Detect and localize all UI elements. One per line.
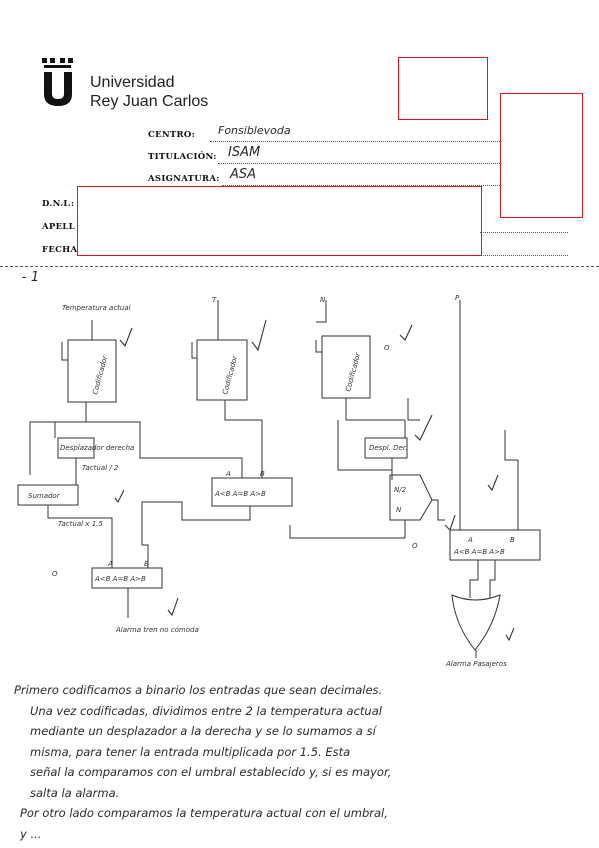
input-temperature-label: Temperatura actual (62, 304, 131, 312)
comp-1-b-label: B (260, 470, 265, 478)
summer-label: Sumador (28, 492, 61, 500)
essay-line: y ... (20, 826, 42, 841)
coder-2-label: Codificador (221, 354, 239, 396)
tactual-half-label: Tactual / 2 (82, 464, 119, 472)
fecha-line (480, 255, 568, 256)
redaction-box-right (500, 93, 583, 218)
essay-line: Por otro lado comparamos la temperatura … (20, 806, 388, 820)
dni-label: D.N.I.: (42, 199, 75, 209)
comp-train-label: A<B A=B A>B (94, 575, 146, 583)
asignatura-label: ASIGNATURA: (148, 174, 220, 184)
fecha-label: FECHA (42, 245, 78, 255)
titulacion-line (218, 163, 500, 164)
centro-value: Fonsiblevoda (218, 124, 291, 137)
mux-in2-label: N (396, 506, 402, 514)
o-label-2: O (412, 542, 418, 550)
circuit-diagram: Temperatura actual T N P Codificador Cod… (17, 294, 541, 668)
titulacion-value: ISAM (228, 145, 261, 160)
comp-1-a-label: A (225, 470, 231, 478)
essay-line: mediante un desplazador a la derecha y s… (30, 724, 376, 738)
question-number: - 1 (22, 270, 40, 285)
redaction-box-top (398, 57, 488, 120)
asignatura-value: ASA (230, 167, 257, 182)
comp-3-label: A<B A=B A>B (453, 548, 505, 556)
input-n-label: N (320, 296, 326, 304)
alarm-passengers-label: Alarma Pasajeros (445, 660, 507, 668)
essay-line: señal la comparamos con el umbral establ… (30, 765, 392, 779)
coder-2-box (196, 339, 248, 401)
essay-line: Primero codificamos a binario los entrad… (14, 683, 383, 697)
comp-3-b-label: B (510, 536, 515, 544)
page-separator (0, 266, 599, 267)
comp-1-box (211, 477, 293, 507)
essay-line: Una vez codificadas, dividimos entre 2 l… (30, 703, 382, 718)
university-name: Universidad Rey Juan Carlos (90, 73, 208, 111)
alarm-train-label: Alarma tren no cómoda (115, 626, 199, 634)
shift-2-label: Despl. Der. (369, 444, 407, 452)
o-label-1: O (384, 344, 390, 352)
asignatura-line (222, 185, 500, 186)
mux-shape (389, 474, 433, 521)
shift-2-box (364, 437, 408, 459)
comp-train-a-label: A (107, 560, 113, 568)
input-p-label: P (455, 294, 460, 302)
mux-in1-label: N/2 (394, 486, 407, 494)
centro-line (210, 141, 500, 142)
essay-line: misma, para tener la entrada multiplicad… (30, 744, 351, 759)
centro-label: CENTRO: (148, 130, 196, 140)
comp-train-box (91, 567, 163, 589)
input-t-label: T (212, 296, 217, 304)
tactual-15-label: Tactual x 1.5 (58, 520, 103, 528)
university-line2: Rey Juan Carlos (90, 93, 209, 110)
titulacion-label: TITULACIÓN: (148, 152, 217, 162)
redaction-box-student (77, 186, 482, 256)
o-label-3: O (52, 570, 58, 578)
apellidos-line (480, 232, 568, 233)
comp-3-a-label: A (467, 536, 473, 544)
shift-1-label: Desplazador derecha (60, 444, 134, 452)
essay-text: Primero codificamos a binario los entrad… (14, 680, 589, 844)
coder-1-label: Codificador (91, 354, 109, 396)
comp-train-b-label: B (144, 560, 149, 568)
university-logo (42, 58, 73, 106)
coder-3-label: Codificador (344, 351, 362, 393)
or-gate-shape (451, 594, 501, 651)
university-line1: Universidad (90, 74, 175, 91)
essay-line: salta la alarma. (30, 785, 120, 800)
apellidos-label: APELL (42, 222, 75, 232)
comp-1-label: A<B A=B A>B (214, 490, 266, 498)
